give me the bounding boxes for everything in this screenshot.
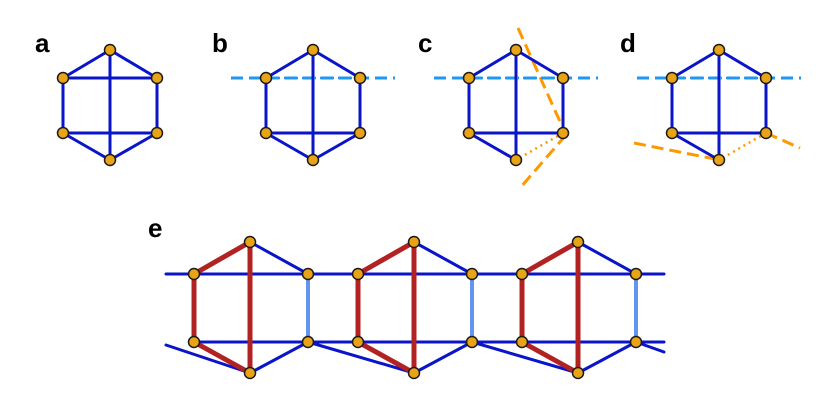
node-lower-left	[56, 126, 70, 140]
panel-label-c: c	[418, 28, 432, 58]
unit-1-edge-top-right	[412, 240, 474, 276]
second-cut-line	[516, 27, 568, 136]
unit-0-red-top-left	[191, 239, 253, 277]
unit-0-edge-bottom-right	[248, 340, 310, 375]
unit-2-red-top-left	[519, 239, 581, 277]
panel-label-d: d	[620, 28, 636, 58]
panel-e-chain	[164, 235, 666, 380]
unit-1-node-4	[465, 267, 479, 281]
second-cut-line	[633, 141, 721, 162]
edge-lower-right-bottom	[311, 131, 362, 162]
node-lower-left	[462, 126, 476, 140]
cut-edge-lower-right-bottom	[718, 131, 767, 162]
panel-label-b: b	[212, 28, 228, 58]
unit-0-node-1	[187, 267, 201, 281]
edge-lower-left-bottom	[61, 131, 112, 162]
unit-1-node-0	[407, 235, 421, 249]
node-bottom	[509, 153, 523, 167]
edge-top-upper-left	[61, 48, 112, 80]
unit-1-node-3	[407, 366, 421, 380]
edge-top-upper-right	[108, 48, 159, 80]
panel-label-a: a	[35, 28, 50, 58]
node-lower-left	[259, 126, 273, 140]
node-lower-left	[665, 126, 679, 140]
node-upper-left	[665, 71, 679, 85]
edge-top-upper-left	[670, 48, 721, 80]
unit-0-node-2	[187, 335, 201, 349]
unit-0-node-3	[243, 366, 257, 380]
unit-1-edge-bottom-right	[412, 340, 474, 375]
unit-0-red-bottom-left	[191, 339, 253, 376]
node-top	[306, 43, 320, 57]
unit-2-node-1	[515, 267, 529, 281]
unit-2-edge-top-right	[576, 240, 638, 276]
unit-1-node-5	[465, 335, 479, 349]
edge-lower-right-bottom	[108, 131, 159, 162]
node-upper-right	[556, 71, 570, 85]
node-lower-right	[353, 126, 367, 140]
unit-1-node-1	[351, 267, 365, 281]
cut-edge-lower-right-bottom	[515, 131, 564, 162]
node-lower-right	[556, 126, 570, 140]
edge-top-upper-left	[467, 48, 518, 80]
edge-lower-left-bottom	[670, 131, 721, 162]
panel-c-graph	[434, 27, 598, 189]
edge-lower-left-bottom	[264, 131, 315, 162]
unit-2-node-4	[629, 267, 643, 281]
unit-1-node-2	[351, 335, 365, 349]
edge-top-upper-right	[717, 48, 768, 80]
panel-b-graph	[231, 43, 395, 167]
unit-0-node-0	[243, 235, 257, 249]
unit-0-edge-top-right	[248, 240, 310, 276]
unit-2-node-0	[571, 235, 585, 249]
unit-0-link-edge	[306, 340, 416, 375]
node-upper-right	[759, 71, 773, 85]
edge-top-upper-right	[311, 48, 362, 80]
node-upper-left	[462, 71, 476, 85]
node-upper-right	[353, 71, 367, 85]
node-lower-right	[759, 126, 773, 140]
panel-d-graph	[633, 43, 801, 167]
second-cut-line	[518, 134, 568, 189]
unit-1-red-bottom-left	[355, 339, 417, 376]
panel-a-graph	[56, 43, 164, 167]
node-lower-right	[150, 126, 164, 140]
chain-entry-edge	[164, 343, 252, 375]
edge-top-upper-right	[514, 48, 565, 80]
unit-2-node-3	[571, 366, 585, 380]
node-top	[103, 43, 117, 57]
unit-1-red-top-left	[355, 239, 417, 277]
unit-2-node-2	[515, 335, 529, 349]
unit-1-link-edge	[470, 340, 580, 375]
edge-top-upper-left	[264, 48, 315, 80]
node-bottom	[103, 153, 117, 167]
unit-2-edge-bottom-right	[576, 340, 638, 375]
node-upper-left	[259, 71, 273, 85]
panel-label-e: e	[148, 213, 162, 243]
node-upper-right	[150, 71, 164, 85]
node-upper-left	[56, 71, 70, 85]
edge-lower-left-bottom	[467, 131, 518, 162]
node-bottom	[712, 153, 726, 167]
unit-2-red-bottom-left	[519, 339, 581, 376]
node-top	[509, 43, 523, 57]
unit-0-node-5	[301, 335, 315, 349]
node-bottom	[306, 153, 320, 167]
unit-0-node-4	[301, 267, 315, 281]
unit-2-node-5	[629, 335, 643, 349]
node-top	[712, 43, 726, 57]
